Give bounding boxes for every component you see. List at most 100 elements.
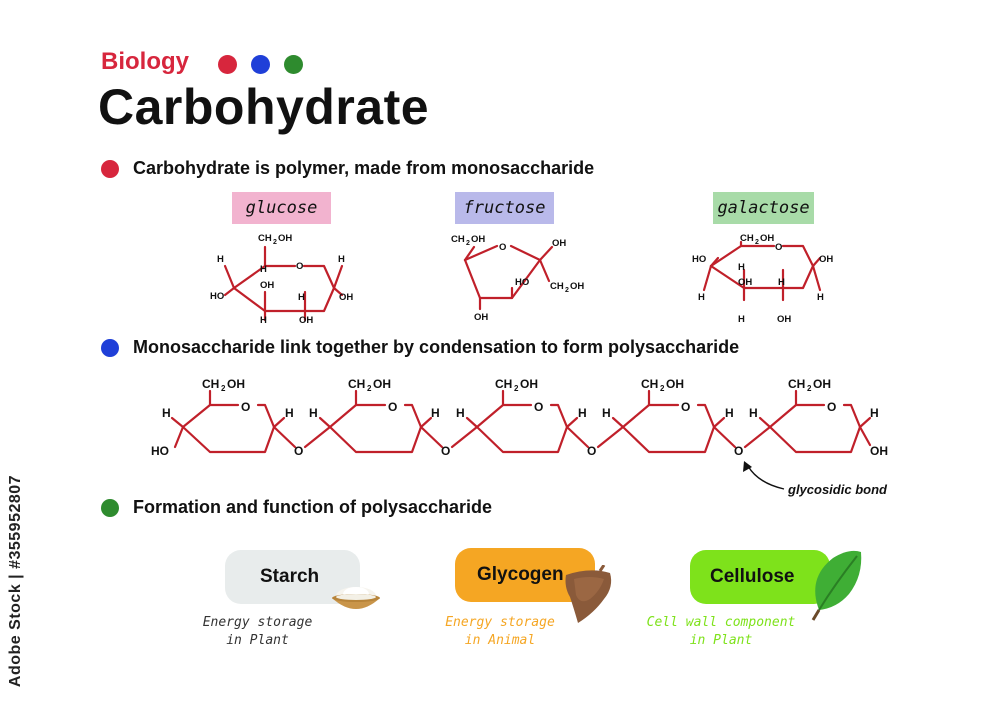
liver-icon (565, 565, 612, 623)
svg-text:H: H (578, 406, 587, 420)
starch-caption: Energy storage in Plant (190, 614, 325, 650)
svg-text:O: O (827, 400, 836, 414)
green-dot (284, 55, 303, 74)
svg-text:H: H (738, 262, 745, 273)
leaf-icon (811, 550, 862, 621)
svg-text:CH: CH (788, 377, 805, 391)
svg-text:H: H (309, 406, 318, 420)
svg-text:OH: OH (570, 281, 584, 292)
svg-text:2: 2 (367, 384, 372, 393)
section-heading-function: Formation and function of polysaccharide (133, 497, 493, 517)
svg-text:CH: CH (258, 233, 272, 244)
glycosidic-bond-arrow (747, 465, 785, 490)
svg-text:OH: OH (278, 233, 292, 244)
svg-text:2: 2 (755, 239, 759, 246)
page-title: Carbohydrate (98, 79, 430, 135)
glycogen-caption-line2: in Animal (464, 633, 536, 648)
svg-text:O: O (296, 261, 303, 272)
svg-text:H: H (778, 277, 785, 288)
svg-text:2: 2 (660, 384, 665, 393)
glycosidic-bond-label: glycosidic bond (787, 482, 888, 497)
svg-text:H: H (456, 406, 465, 420)
glycogen-caption: Energy storage in Animal (430, 614, 570, 650)
svg-text:CH: CH (550, 281, 564, 292)
svg-text:H: H (431, 406, 440, 420)
svg-text:OH: OH (474, 312, 488, 323)
svg-text:2: 2 (514, 384, 519, 393)
svg-text:2: 2 (221, 384, 226, 393)
svg-text:2: 2 (273, 239, 277, 246)
svg-text:OH: OH (738, 277, 752, 288)
galactose-tag: galactose (713, 192, 814, 224)
starch-caption-line2: in Plant (226, 633, 289, 648)
svg-text:H: H (338, 254, 345, 265)
svg-text:2: 2 (807, 384, 812, 393)
blue-dot (251, 55, 270, 74)
svg-text:CH: CH (451, 234, 465, 245)
galactose-ring (702, 240, 822, 302)
svg-text:HO: HO (210, 291, 224, 302)
svg-text:OH: OH (552, 238, 566, 249)
svg-text:O: O (499, 242, 506, 253)
cellulose-pill: Cellulose (690, 550, 830, 604)
red-dot (218, 55, 237, 74)
svg-text:HO: HO (692, 254, 706, 265)
chain-unit-5 (743, 389, 872, 454)
svg-text:H: H (817, 292, 824, 303)
svg-text:O: O (241, 400, 250, 414)
svg-text:H: H (738, 314, 745, 325)
chain-unit-2 (303, 389, 444, 454)
svg-text:OH: OH (520, 377, 538, 391)
section-bullet-green (101, 499, 119, 517)
svg-text:H: H (260, 264, 267, 275)
fructose-tag: fructose (455, 192, 554, 224)
svg-text:H: H (602, 406, 611, 420)
svg-text:OH: OH (760, 233, 774, 244)
svg-text:HO: HO (151, 444, 169, 458)
svg-text:H: H (298, 292, 305, 303)
svg-text:CH: CH (495, 377, 512, 391)
svg-text:OH: OH (666, 377, 684, 391)
starch-label: Starch (260, 566, 320, 587)
svg-text:OH: OH (813, 377, 831, 391)
starch-pill: Starch (225, 550, 360, 604)
chain-unit-4 (596, 389, 737, 454)
glucose-ring (223, 245, 344, 322)
svg-text:O: O (388, 400, 397, 414)
glycogen-caption-line1: Energy storage (445, 615, 555, 630)
section-heading-condensation: Monosaccharide link together by condensa… (133, 337, 740, 357)
cellulose-caption-line2: in Plant (689, 633, 753, 648)
svg-text:CH: CH (348, 377, 365, 391)
svg-text:H: H (725, 406, 734, 420)
section-heading-monosaccharide: Carbohydrate is polymer, made from monos… (133, 158, 595, 178)
svg-text:H: H (870, 406, 879, 420)
svg-text:OH: OH (299, 315, 313, 326)
svg-text:OH: OH (339, 292, 353, 303)
stock-credit-text: Adobe Stock | #355952807 (7, 474, 24, 688)
glucose-tag: glucose (232, 192, 331, 224)
svg-text:O: O (681, 400, 690, 414)
svg-text:CH: CH (740, 233, 754, 244)
svg-text:O: O (775, 242, 782, 253)
svg-text:OH: OH (373, 377, 391, 391)
section-bullet-blue (101, 339, 119, 357)
cellulose-label: Cellulose (710, 566, 795, 587)
svg-text:2: 2 (565, 287, 569, 294)
subject-label: Biology (101, 48, 189, 75)
svg-text:OH: OH (819, 254, 833, 265)
svg-text:O: O (534, 400, 543, 414)
svg-text:HO: HO (515, 277, 529, 288)
svg-text:H: H (749, 406, 758, 420)
svg-text:O: O (294, 444, 303, 458)
svg-text:O: O (734, 444, 743, 458)
stock-credit: Adobe Stock | #355952807 (4, 466, 28, 696)
svg-text:2: 2 (466, 240, 470, 247)
svg-text:OH: OH (260, 280, 274, 291)
svg-text:O: O (587, 444, 596, 458)
svg-text:H: H (285, 406, 294, 420)
